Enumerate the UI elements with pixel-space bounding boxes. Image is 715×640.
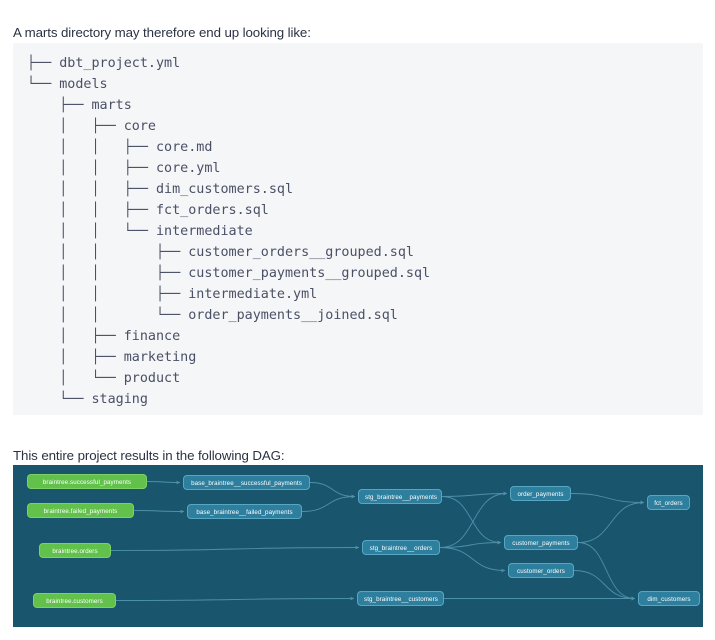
dag-node-braintree_successful_payments[interactable]: braintree.successful_payments <box>27 474 147 489</box>
directory-tree-code-block: ├── dbt_project.yml └── models ├── marts… <box>13 43 703 415</box>
dag-node-base_braintree_successful_payments[interactable]: base_braintree__successful_payments <box>183 475 310 490</box>
dag-edge-braintree_failed_payments-to-base_braintree_failed_payments <box>133 510 185 512</box>
dag-edge-stg_braintree_orders-to-customer_orders <box>439 547 506 571</box>
dag-edge-layer <box>110 480 645 601</box>
dag-arrowhead <box>631 596 635 601</box>
dag-node-dim_customers[interactable]: dim_customers <box>638 591 700 606</box>
dag-arrowhead <box>176 480 180 485</box>
dag-edge-braintree_successful_payments-to-base_braintree_successful_payments <box>146 481 181 483</box>
dag-paragraph: This entire project results in the follo… <box>13 448 285 464</box>
dag-edge-customer_payments-to-dim_customers <box>577 542 636 599</box>
dag-lineage-graph: braintree.successful_payments braintree.f… <box>13 465 703 627</box>
dag-node-braintree_failed_payments[interactable]: braintree.failed_payments <box>27 503 134 518</box>
dag-edge-stg_braintree_payments-to-customer_payments <box>441 496 502 543</box>
dag-edge-customer_payments-to-fct_orders <box>577 502 645 543</box>
dag-edge-stg_braintree_payments-to-order_payments <box>441 493 508 497</box>
dag-node-stg_braintree_orders[interactable]: stg_braintree__orders <box>362 540 440 555</box>
dag-edge-base_braintree_successful_payments-to-stg_braintree_payments <box>309 482 356 497</box>
dag-edge-stg_braintree_orders-to-order_payments <box>439 493 508 548</box>
dag-node-braintree_orders[interactable]: braintree.orders <box>39 543 111 558</box>
dag-node-stg_braintree_customers[interactable]: stg_braintree__customers <box>357 591 444 606</box>
dag-arrowhead <box>503 491 507 496</box>
dag-edge-braintree_orders-to-stg_braintree_orders <box>110 547 360 551</box>
intro-paragraph: A marts directory may therefore end up l… <box>13 25 311 41</box>
dag-node-customer_orders[interactable]: customer_orders <box>508 563 574 578</box>
dag-arrowhead <box>351 494 355 499</box>
dag-edge-order_payments-to-fct_orders <box>570 493 645 503</box>
dag-edge-customer_orders-to-dim_customers <box>573 570 636 599</box>
dag-node-base_braintree_failed_payments[interactable]: base_braintree__failed_payments <box>187 504 302 519</box>
dag-node-braintree_customers[interactable]: braintree.customers <box>33 593 116 608</box>
dag-arrowhead <box>350 596 354 601</box>
dag-node-customer_payments[interactable]: customer_payments <box>504 535 578 550</box>
directory-tree-content: ├── dbt_project.yml └── models ├── marts… <box>27 56 431 407</box>
dag-edge-base_braintree_failed_payments-to-stg_braintree_payments <box>301 496 356 512</box>
dag-node-fct_orders[interactable]: fct_orders <box>647 495 690 510</box>
dag-node-stg_braintree_payments[interactable]: stg_braintree__payments <box>358 489 442 504</box>
dag-node-order_payments[interactable]: order_payments <box>510 486 571 501</box>
dag-arrowhead <box>355 545 359 550</box>
dag-arrowhead <box>497 540 501 545</box>
dag-edge-braintree_customers-to-stg_braintree_customers <box>115 598 355 601</box>
dag-edge-stg_braintree_orders-to-customer_payments <box>439 542 502 548</box>
dag-arrowhead <box>180 509 184 514</box>
dag-arrowhead <box>640 500 644 505</box>
dag-arrowhead <box>501 568 505 573</box>
